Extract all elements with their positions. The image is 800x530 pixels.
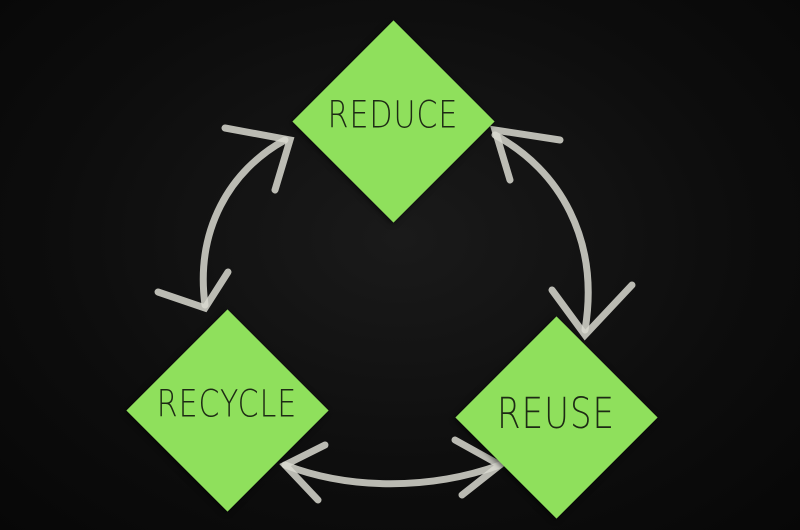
arrowhead-reduce: [221, 124, 295, 194]
arrowhead-recycle: [154, 268, 232, 313]
reuse-label: REUSE: [496, 389, 616, 439]
arrow-reduce-recycle: [199, 136, 289, 309]
recycle-label: RECYCLE: [156, 382, 298, 427]
arrow-recycle-reuse: [281, 461, 504, 488]
arrowhead-recycle-bottom: [279, 441, 329, 504]
arrowhead-reduce-right: [490, 125, 564, 184]
reduce-label: REDUCE: [327, 93, 459, 138]
arrowhead-reuse-bottom: [451, 436, 507, 499]
arrow-reduce-reuse: [491, 131, 592, 334]
arrowhead-reuse: [548, 281, 636, 341]
